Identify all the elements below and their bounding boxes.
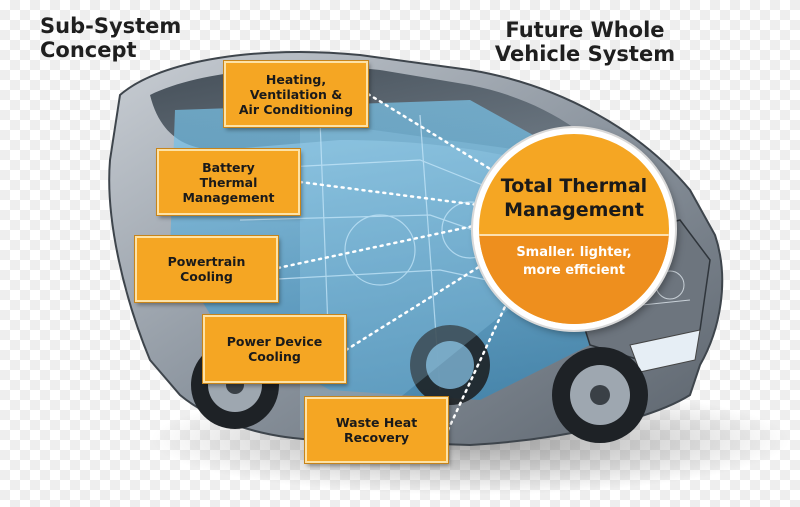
- sub-system-concept-heading: Sub-System Concept: [40, 14, 182, 62]
- connector-hvac: [366, 92, 502, 177]
- total-thermal-management-title: Total Thermal Management: [500, 175, 648, 221]
- future-whole-vehicle-heading: Future Whole Vehicle System: [494, 18, 676, 66]
- battery-thermal-subsystem-box: Battery Thermal Management: [157, 149, 300, 215]
- waste-heat-recovery-subsystem-box: Waste Heat Recovery: [305, 397, 448, 463]
- connector-powertrain: [276, 223, 480, 270]
- total-thermal-management-lower-band: Smaller. lighter, more efficient: [479, 234, 669, 324]
- connector-power-device: [344, 258, 492, 352]
- front-wheel: [552, 347, 648, 443]
- headlight: [629, 329, 701, 373]
- total-thermal-management-subtitle: Smaller. lighter, more efficient: [516, 245, 632, 278]
- powertrain-cooling-subsystem-box: Powertrain Cooling: [135, 236, 278, 302]
- power-device-cooling-subsystem-box: Power Device Cooling: [203, 315, 346, 383]
- light-beam: [300, 120, 520, 430]
- hvac-subsystem-box: Heating, Ventilation & Air Conditioning: [224, 61, 368, 127]
- connector-battery: [298, 180, 480, 207]
- total-thermal-management-circle: Total Thermal Management Smaller. lighte…: [473, 128, 675, 330]
